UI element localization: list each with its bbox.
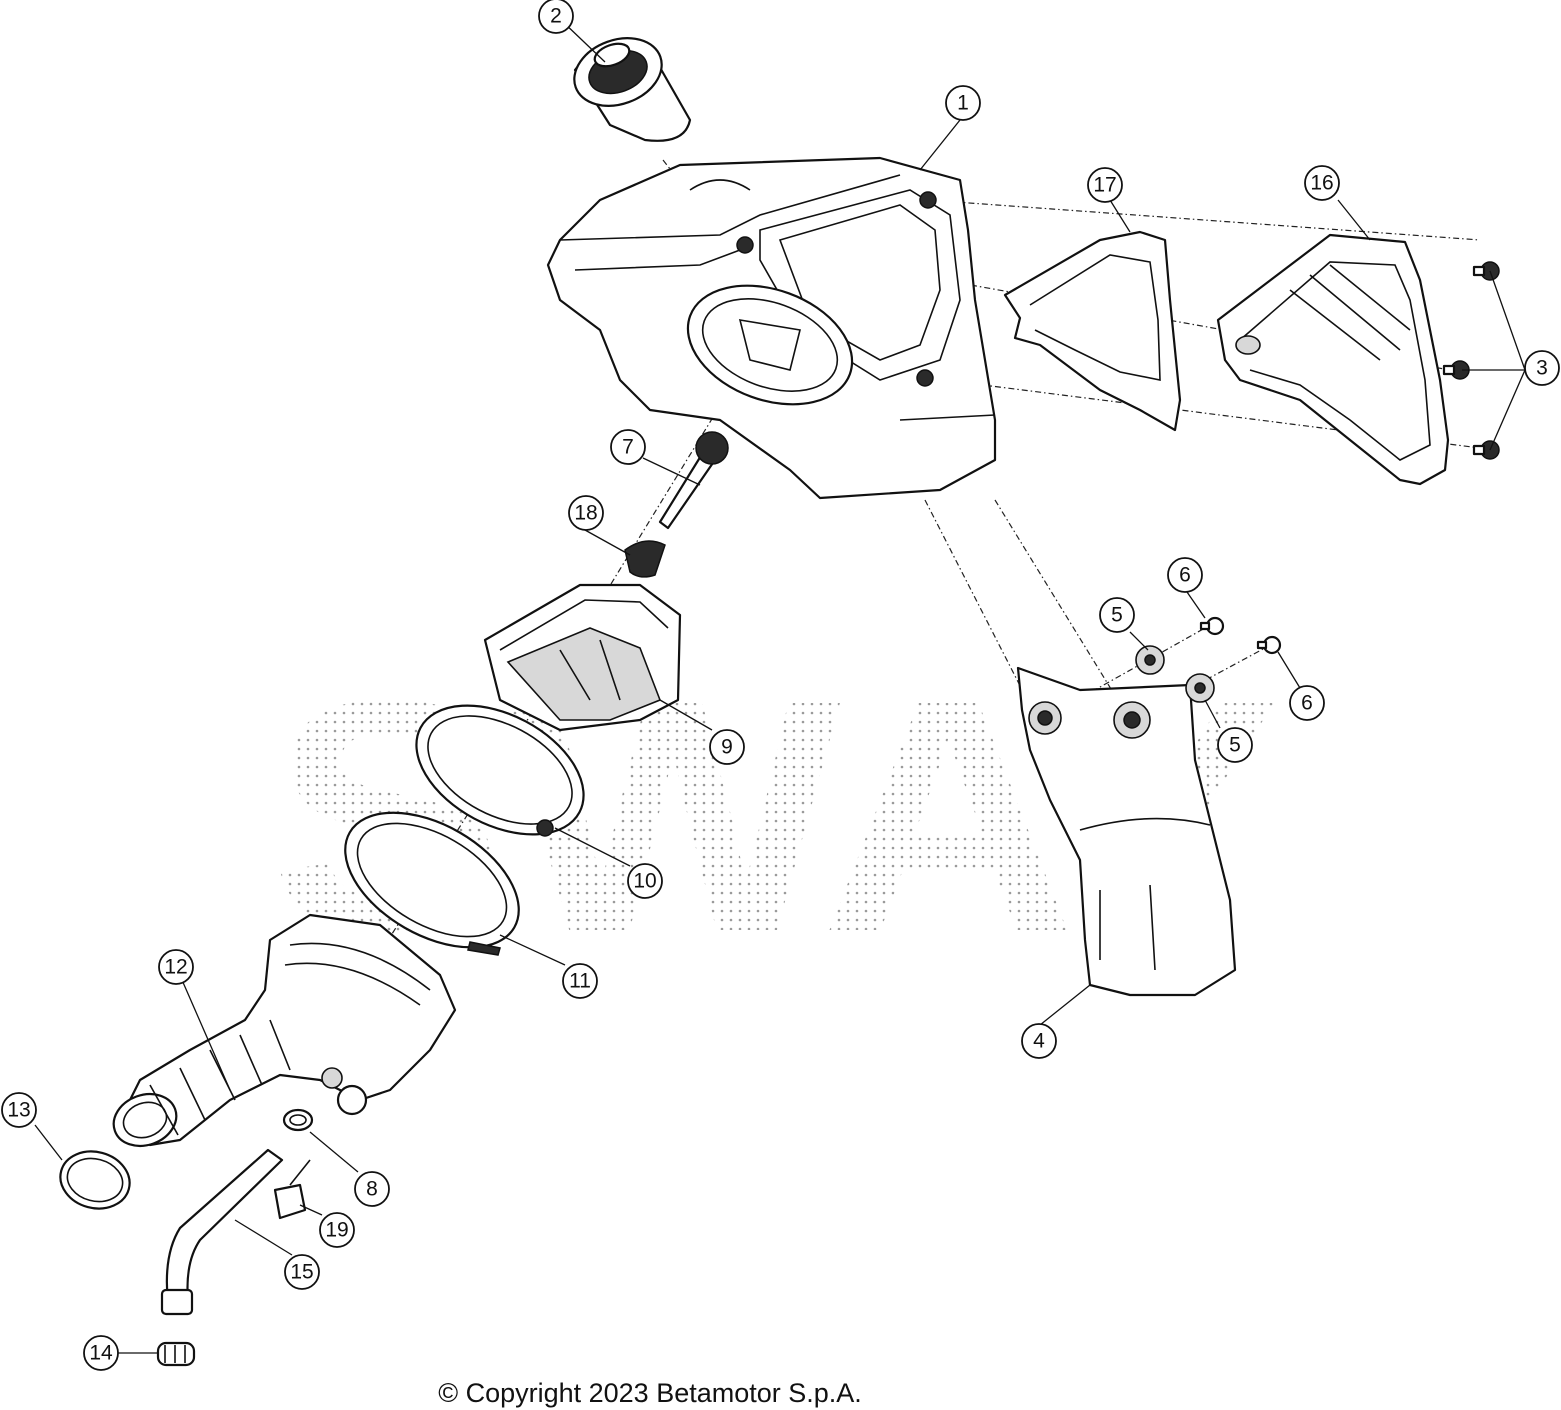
callout-13-label: 13: [7, 1099, 30, 1122]
part-14-small-clamp: [156, 1341, 196, 1367]
callout-13: 13: [1, 1092, 37, 1128]
callout-11-label: 11: [569, 970, 591, 993]
callout-19-label: 19: [325, 1219, 348, 1242]
callout-6a-label: 6: [1179, 564, 1191, 587]
callout-18: 18: [568, 495, 604, 531]
callout-5b-label: 5: [1229, 734, 1241, 757]
callout-10: 10: [627, 863, 663, 899]
callout-2-label: 2: [550, 5, 562, 28]
callout-7: 7: [610, 429, 646, 465]
copyright-notice: © Copyright 2023 Betamotor S.p.A.: [438, 1378, 862, 1408]
callout-5b: 5: [1217, 727, 1253, 763]
part-11-seal-ring: [344, 811, 520, 956]
part-1-airbox: [546, 156, 997, 500]
part-9-filter-cage: [483, 583, 682, 732]
callout-12-label: 12: [164, 956, 187, 979]
part-6-bolts: [1199, 616, 1282, 655]
callout-5a-label: 5: [1111, 604, 1123, 627]
part-4-duct: [1016, 666, 1237, 997]
callout-16: 16: [1304, 165, 1340, 201]
part-8-clamp: [282, 1108, 314, 1132]
callout-1: 1: [945, 85, 981, 121]
part-18-grommet: [624, 540, 666, 578]
callout-14-label: 14: [89, 1342, 113, 1365]
callout-11: 11: [562, 963, 598, 999]
callout-12: 12: [158, 949, 194, 985]
callout-6a: 6: [1167, 557, 1203, 593]
callout-1-label: 1: [957, 92, 969, 115]
callout-6b-label: 6: [1301, 692, 1313, 715]
part-17-inner-cover: [1003, 230, 1182, 432]
callout-14: 14: [83, 1335, 119, 1371]
callout-4: 4: [1021, 1023, 1057, 1059]
callout-3-label: 3: [1536, 357, 1548, 380]
callout-4-label: 4: [1033, 1030, 1045, 1053]
callout-2: 2: [538, 0, 574, 34]
part-3-screws: [1442, 261, 1500, 460]
part-5-washers: [1135, 645, 1215, 703]
callout-8: 8: [354, 1171, 390, 1207]
part-7-pin: [658, 431, 729, 530]
callout-5a: 5: [1099, 597, 1135, 633]
callout-10-label: 10: [633, 870, 656, 893]
part-19-valve: [273, 1159, 311, 1220]
callout-17-label: 17: [1093, 174, 1116, 197]
part-2-inlet-snorkel: [573, 37, 692, 142]
callout-15: 15: [284, 1254, 320, 1290]
leader-lines: [34, 19, 1526, 1354]
callout-9: 9: [709, 729, 745, 765]
part-12-intake-boot: [112, 913, 457, 1148]
callout-7-label: 7: [622, 436, 634, 459]
callout-16-label: 16: [1310, 172, 1333, 195]
callout-8-label: 8: [366, 1178, 378, 1201]
part-16-outer-cover: [1216, 233, 1450, 486]
part-13-large-clamp: [59, 1150, 131, 1210]
callout-17: 17: [1087, 167, 1123, 203]
callout-15-label: 15: [290, 1261, 313, 1284]
callout-3: 3: [1524, 350, 1560, 386]
part-10-filter-element: [415, 704, 585, 837]
callout-18-label: 18: [574, 502, 597, 525]
callout-9-label: 9: [721, 736, 733, 759]
callout-19: 19: [319, 1212, 355, 1248]
callout-6b: 6: [1289, 685, 1325, 721]
part-15-drain-hose: [160, 1148, 284, 1316]
